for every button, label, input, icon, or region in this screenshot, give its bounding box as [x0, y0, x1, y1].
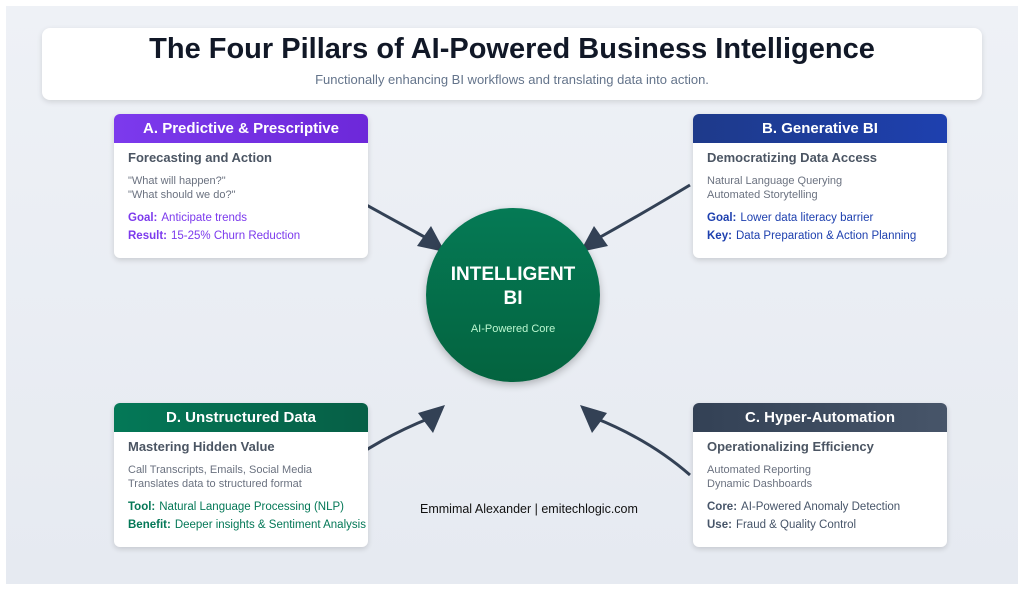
pillar-row-label: Core:: [707, 501, 738, 513]
arrow-c-to-core: [594, 416, 691, 477]
pillar-row-value: Anticipate trends: [161, 212, 248, 224]
pillar-subtitle: Mastering Hidden Value: [128, 439, 275, 454]
pillar-row-value: Fraud & Quality Control: [735, 519, 857, 531]
arrow-b-to-core: [594, 183, 691, 242]
pillar-title: D. Unstructured Data: [114, 403, 368, 432]
pillar-title: A. Predictive & Prescriptive: [114, 114, 368, 143]
pillar-row: Tool:Natural Language Processing (NLP): [128, 498, 354, 516]
pillar-row-value: Deeper insights & Sentiment Analysis: [174, 519, 366, 531]
pillar-desc-line: Translates data to structured format: [128, 478, 302, 490]
pillar-row-value: 15-25% Churn Reduction: [170, 230, 301, 242]
arrow-head-a: [417, 226, 445, 252]
pillar-card-generative: B. Generative BI Democratizing Data Acces…: [693, 114, 947, 258]
pillar-row: Benefit:Deeper insights & Sentiment Anal…: [128, 516, 366, 534]
core-circle: INTELLIGENT BI AI-Powered Core: [426, 208, 600, 382]
pillar-subtitle: Democratizing Data Access: [707, 150, 878, 165]
pillar-row: Core:AI-Powered Anomaly Detection: [707, 498, 933, 516]
pillar-row-label: Goal:: [707, 212, 737, 224]
pillar-row-label: Goal:: [128, 212, 158, 224]
page-subtitle: Functionally enhancing BI workflows and …: [315, 72, 709, 87]
arrow-head-d: [418, 405, 445, 433]
pillar-row: Key:Data Preparation & Action Planning: [707, 227, 933, 245]
pillar-subtitle: Operationalizing Efficiency: [707, 439, 874, 454]
pillar-row: Use:Fraud & Quality Control: [707, 516, 933, 534]
pillar-row: Goal:Anticipate trends: [128, 209, 354, 227]
pillar-row-label: Key:: [707, 230, 732, 242]
pillar-desc-line: Automated Storytelling: [707, 189, 818, 201]
pillar-row-label: Benefit:: [128, 519, 171, 531]
pillar-row-label: Use:: [707, 519, 732, 531]
pillar-desc-line: Natural Language Querying: [707, 175, 843, 187]
pillar-row-label: Result:: [128, 230, 167, 242]
pillar-desc-line: "What will happen?": [128, 175, 226, 187]
pillar-row: Goal:Lower data literacy barrier: [707, 209, 933, 227]
arrow-head-b: [580, 226, 608, 252]
arrow-head-c: [580, 405, 607, 433]
pillar-desc-line: Automated Reporting: [707, 464, 811, 476]
pillar-row-value: Data Preparation & Action Planning: [735, 230, 917, 242]
core-subtitle: AI-Powered Core: [470, 323, 556, 335]
pillar-row-value: Natural Language Processing (NLP): [159, 501, 344, 513]
page-title: The Four Pillars of AI-Powered Business …: [149, 33, 875, 65]
pillar-desc-line: "What should we do?": [128, 189, 236, 201]
pillar-row-value: AI-Powered Anomaly Detection: [741, 501, 901, 513]
core-title: INTELLIGENT BI: [450, 264, 576, 309]
pillar-row: Result:15-25% Churn Reduction: [128, 227, 354, 245]
pillar-row-label: Tool:: [128, 501, 156, 513]
pillar-row-value: Lower data literacy barrier: [740, 212, 874, 224]
pillar-title: C. Hyper-Automation: [693, 403, 947, 432]
header-panel: The Four Pillars of AI-Powered Business …: [42, 28, 982, 100]
credit-text: Emmimal Alexander | emitechlogic.com: [420, 502, 638, 516]
pillar-desc-line: Call Transcripts, Emails, Social Media: [128, 464, 313, 476]
pillar-subtitle: Forecasting and Action: [128, 150, 272, 165]
pillar-desc-line: Dynamic Dashboards: [707, 478, 813, 490]
pillar-title: B. Generative BI: [693, 114, 947, 143]
